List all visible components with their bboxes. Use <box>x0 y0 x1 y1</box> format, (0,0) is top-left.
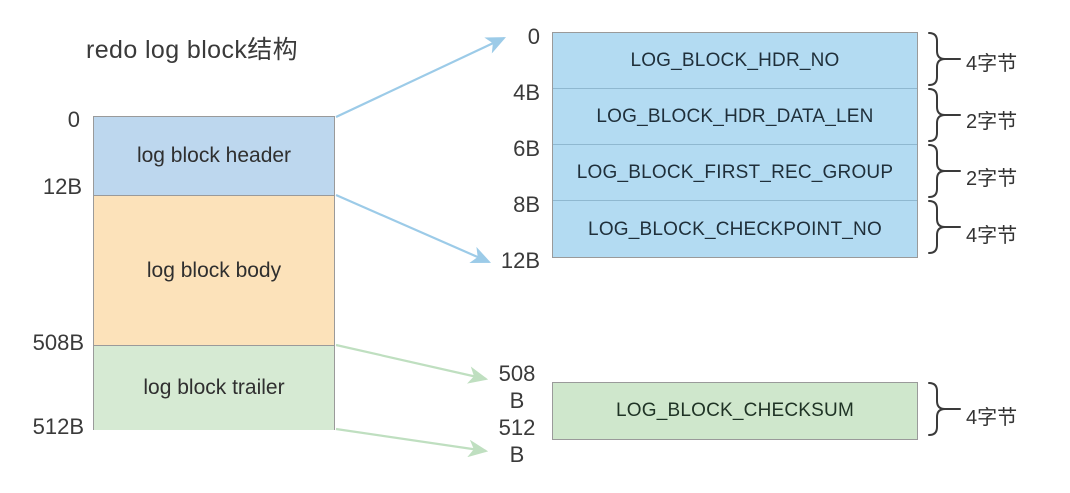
table-row: LOG_BLOCK_FIRST_REC_GROUP <box>553 145 917 201</box>
header-table-offset-6b: 6B <box>513 136 540 161</box>
checksum-field-box: LOG_BLOCK_CHECKSUM <box>552 382 918 440</box>
block-segment-body: log block body <box>94 196 334 346</box>
brace-checkpoint-no <box>928 200 946 254</box>
brace-first-rec-group <box>928 144 946 198</box>
log-block-stack: log block header log block body log bloc… <box>93 116 335 430</box>
connector-trailer-bottom <box>335 427 489 458</box>
size-label-checksum: 4字节 <box>966 407 1018 429</box>
block-segment-header: log block header <box>94 117 334 196</box>
checksum-offset-508-number: 508 <box>498 361 536 386</box>
header-fields-table: LOG_BLOCK_HDR_NO LOG_BLOCK_HDR_DATA_LEN … <box>552 32 918 258</box>
connector-trailer-top <box>335 343 489 384</box>
checksum-offset-512-number: 512 <box>498 415 536 440</box>
block-segment-trailer: log block trailer <box>94 346 334 430</box>
header-table-offset-4b: 4B <box>513 80 540 105</box>
block-offset-512b: 512B <box>32 414 84 439</box>
header-table-offset-8b: 8B <box>513 192 540 217</box>
table-row: LOG_BLOCK_CHECKPOINT_NO <box>588 219 882 240</box>
size-label-checkpoint-no: 4字节 <box>966 225 1018 247</box>
page-title: redo log block结构 <box>86 36 299 64</box>
brace-hdr-data-len <box>928 88 946 142</box>
table-row: LOG_BLOCK_HDR_DATA_LEN <box>553 89 917 145</box>
brace-hdr-no <box>928 32 946 86</box>
header-table-offset-12b: 12B <box>500 248 540 273</box>
checksum-offset-512b: 512 B <box>486 414 548 468</box>
block-offset-12b: 12B <box>42 174 82 199</box>
checksum-offset-512-unit: B <box>509 442 525 467</box>
size-label-first-rec-group: 2字节 <box>966 168 1018 190</box>
table-row: LOG_BLOCK_HDR_NO <box>553 33 917 89</box>
size-label-hdr-data-len: 2字节 <box>966 111 1018 133</box>
checksum-offset-508b: 508 B <box>486 360 548 414</box>
checksum-offset-508-unit: B <box>509 388 525 413</box>
block-offset-508b: 508B <box>32 330 84 355</box>
size-label-hdr-no: 4字节 <box>966 53 1018 75</box>
header-table-offset-0: 0 <box>527 24 540 49</box>
brace-checksum <box>928 382 946 436</box>
block-offset-0: 0 <box>67 107 80 132</box>
